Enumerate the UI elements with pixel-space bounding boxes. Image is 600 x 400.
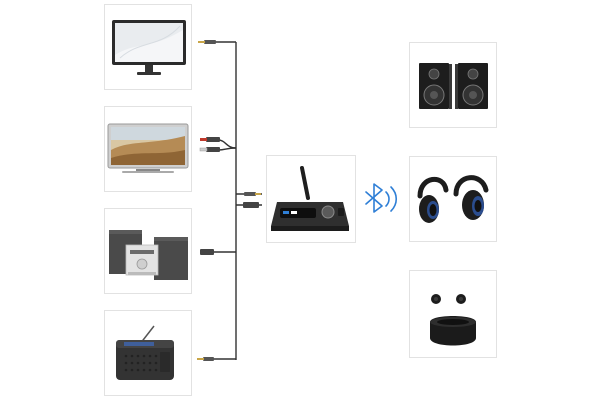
radio-icon: [116, 325, 174, 380]
earbuds-icon: [430, 294, 476, 346]
rca-plug-red: [200, 137, 220, 142]
jack-plug-monitor: [198, 40, 216, 44]
headphones-icon: [417, 175, 489, 223]
tv-icon: [107, 123, 189, 173]
jack-plug-hub-top: [244, 192, 261, 196]
optical-plug-hub: [243, 202, 259, 208]
optical-plug-stereo: [200, 249, 214, 255]
speakers-icon: [419, 63, 488, 109]
jack-plug-radio: [197, 357, 214, 361]
cable-network: [210, 41, 262, 360]
rca-plug-white: [199, 147, 220, 152]
bluetooth-signal-icon: [365, 183, 398, 213]
bluetooth-transmitter-icon: [271, 166, 349, 231]
monitor-icon: [112, 20, 186, 75]
stereo-system-icon: [109, 230, 188, 280]
